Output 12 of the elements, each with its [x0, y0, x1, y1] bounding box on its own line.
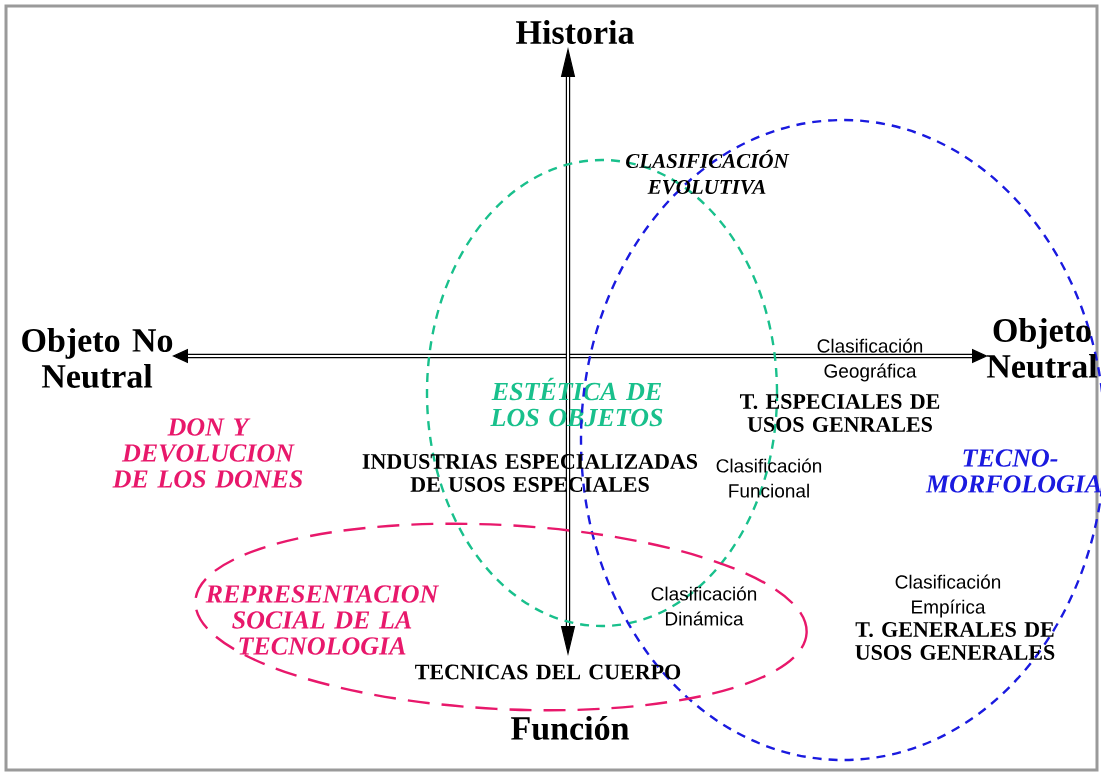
label-text: DON Y DEVOLUCION DE LOS DONES — [112, 418, 303, 488]
label-text: T. ESPECIALES DE USOS GENRALES — [740, 394, 940, 432]
label-text: CLASIFICACIÓN EVOLUTIVA — [626, 149, 790, 195]
label-text: T. GENERALES DE USOS GENERALES — [855, 622, 1055, 660]
axis-label: Historia — [516, 20, 634, 44]
label-text: TECNICAS DEL CUERPO — [415, 664, 681, 680]
axis-label: Objeto Neutral — [986, 318, 1098, 378]
label-text: Clasificación Geográfica — [817, 338, 923, 382]
axis-label: Función — [511, 716, 629, 740]
label-text: Clasificación Dinámica — [651, 586, 757, 626]
label-text: Clasificación Empírica — [895, 574, 1001, 618]
axis-label: Objeto No Neutral — [22, 328, 173, 388]
